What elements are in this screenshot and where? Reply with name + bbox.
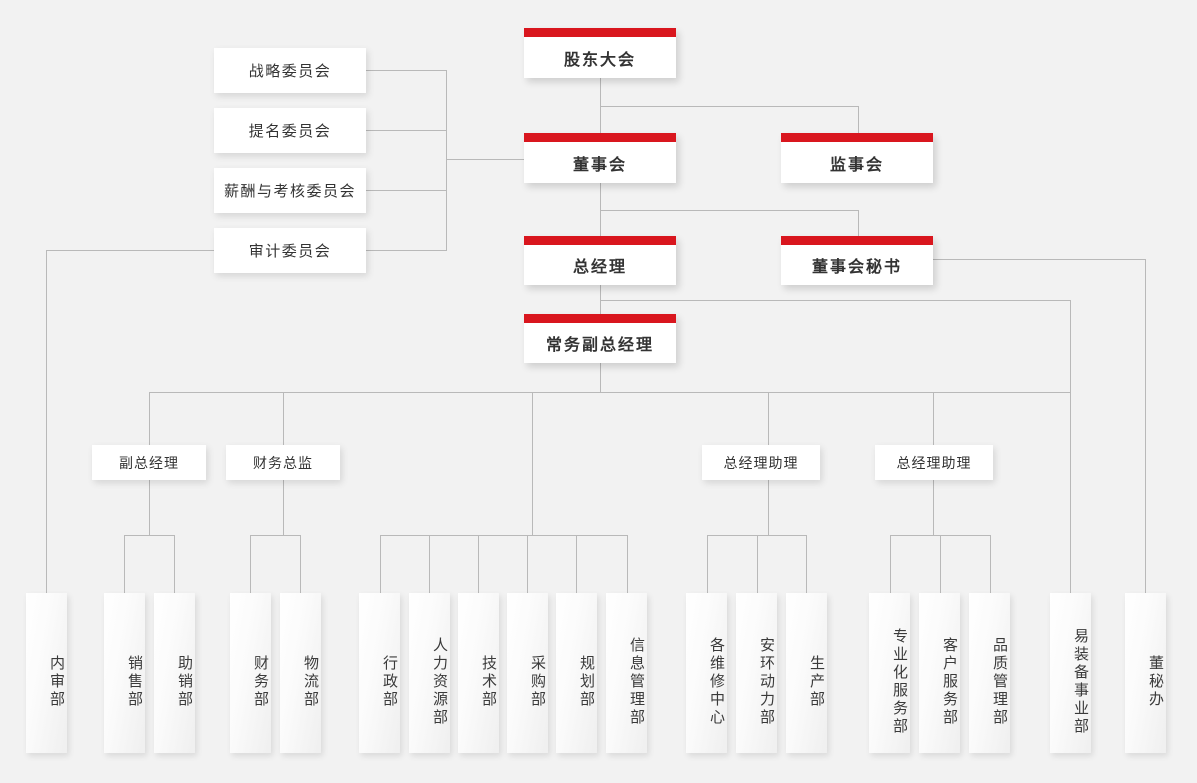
connector-drop-assistant1 [768, 392, 769, 445]
connector-committee-nomination [366, 130, 447, 131]
connector-a1-production [806, 535, 807, 593]
node-gm-assistant-2[interactable]: 总经理助理 [875, 445, 993, 480]
node-dept-finance[interactable]: 财务部 [230, 593, 271, 753]
connector-drop-assistant2 [933, 392, 934, 445]
connector-assistant1-down [768, 480, 769, 535]
node-board-secretary[interactable]: 董事会秘书 [781, 236, 933, 285]
node-dept-easy-equipment-division[interactable]: 易装备事业部 [1050, 593, 1091, 753]
node-board[interactable]: 董事会 [524, 133, 676, 183]
node-dept-safety-environment-power[interactable]: 安环动力部 [736, 593, 777, 753]
node-cfo[interactable]: 财务总监 [226, 445, 340, 480]
node-strategy-committee[interactable]: 战略委员会 [214, 48, 366, 93]
connector-gm-drop [600, 210, 601, 238]
node-remuneration-committee[interactable]: 薪酬与考核委员会 [214, 168, 366, 213]
connector-midgroup-bus [380, 535, 628, 536]
connector-vgm-sales [124, 535, 125, 593]
node-vice-general-manager[interactable]: 副总经理 [92, 445, 206, 480]
connector-mid-administration [380, 535, 381, 593]
connector-drop-midgroup [532, 392, 533, 535]
connector-shareholders-bus [600, 106, 858, 107]
connector-cfo-finance [250, 535, 251, 593]
connector-internalaudit-vertical [46, 250, 47, 593]
node-gm-assistant-1[interactable]: 总经理助理 [702, 445, 820, 480]
node-dept-information-management[interactable]: 信息管理部 [606, 593, 647, 753]
connector-board-drop [600, 106, 601, 135]
connector-gm-right-bus [600, 300, 1070, 301]
connector-a2-quality [990, 535, 991, 593]
node-dept-procurement[interactable]: 采购部 [507, 593, 548, 753]
connector-boardsec-drop [858, 210, 859, 238]
connector-audit-left [46, 250, 215, 251]
connector-mid-hr [429, 535, 430, 593]
connector-cfo-logistics [300, 535, 301, 593]
connector-a2-proservices [890, 535, 891, 593]
connector-boardsec-right [933, 259, 1145, 260]
connector-a1-safety [757, 535, 758, 593]
node-supervisors[interactable]: 监事会 [781, 133, 933, 183]
connector-mid-information [627, 535, 628, 593]
node-dept-human-resources[interactable]: 人力资源部 [409, 593, 450, 753]
connector-committee-bus [446, 70, 447, 250]
connector-board-down [600, 182, 601, 211]
connector-a2-customer [940, 535, 941, 593]
connector-committee-strategy [366, 70, 447, 71]
connector-vgm-down [149, 480, 150, 535]
connector-vgm-salessupport [174, 535, 175, 593]
node-dept-customer-service[interactable]: 客户服务部 [919, 593, 960, 753]
node-nomination-committee[interactable]: 提名委员会 [214, 108, 366, 153]
node-dept-logistics[interactable]: 物流部 [280, 593, 321, 753]
connector-board-bus [600, 210, 858, 211]
connector-cfo-down [283, 480, 284, 535]
connector-mid-procurement [527, 535, 528, 593]
node-dept-administration[interactable]: 行政部 [359, 593, 400, 753]
node-dept-board-secretary-office[interactable]: 董秘办 [1125, 593, 1166, 753]
connector-supervisors-drop [858, 106, 859, 135]
node-shareholders[interactable]: 股东大会 [524, 28, 676, 78]
connector-committee-remuneration [366, 190, 447, 191]
connector-execvgm-down [600, 362, 601, 393]
node-dept-professional-services[interactable]: 专业化服务部 [869, 593, 910, 753]
node-dept-planning[interactable]: 规划部 [556, 593, 597, 753]
node-dept-internal-audit[interactable]: 内审部 [26, 593, 67, 753]
node-general-manager[interactable]: 总经理 [524, 236, 676, 285]
node-dept-production[interactable]: 生产部 [786, 593, 827, 753]
connector-cfo-bus [250, 535, 300, 536]
connector-mid-planning [576, 535, 577, 593]
node-dept-technology[interactable]: 技术部 [458, 593, 499, 753]
connector-mid-technology [478, 535, 479, 593]
connector-a1-maintenance [707, 535, 708, 593]
connector-assistant2-down [933, 480, 934, 535]
connector-shareholders-down [600, 78, 601, 107]
connector-drop-cfo [283, 392, 284, 445]
node-dept-sales[interactable]: 销售部 [104, 593, 145, 753]
connector-boardsecoffice-vertical [1145, 259, 1146, 593]
connector-committee-audit [366, 250, 447, 251]
connector-committee-to-board [446, 159, 524, 160]
node-executive-vice-general-manager[interactable]: 常务副总经理 [524, 314, 676, 363]
connector-easyequip-vertical [1070, 300, 1071, 593]
node-audit-committee[interactable]: 审计委员会 [214, 228, 366, 273]
connector-drop-vgm [149, 392, 150, 445]
connector-main-distribution-bus [149, 392, 1071, 393]
connector-vgm-bus [124, 535, 174, 536]
node-dept-quality-management[interactable]: 品质管理部 [969, 593, 1010, 753]
node-dept-sales-support[interactable]: 助销部 [154, 593, 195, 753]
node-dept-maintenance-centers[interactable]: 各维修中心 [686, 593, 727, 753]
